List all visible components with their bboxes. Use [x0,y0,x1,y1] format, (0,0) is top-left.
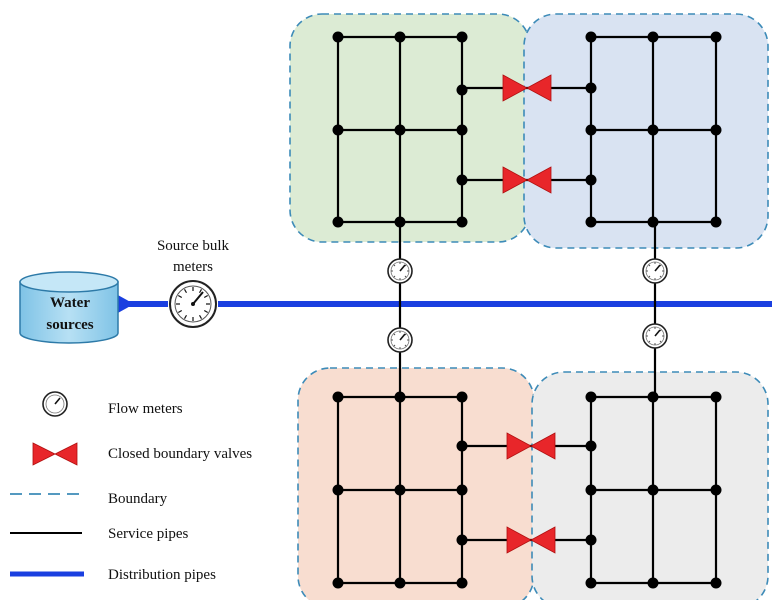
junction-node [394,31,406,43]
junction-node [394,391,406,403]
legend-valve-icon [32,442,78,466]
junction-node [456,31,468,43]
junction-node [710,31,722,43]
bulk-meter-label-line2: meters [173,259,213,275]
junction-node [332,391,344,403]
service-grid [332,31,468,228]
junction-node [647,484,659,496]
junction-node [585,216,597,228]
junction-node [394,577,406,589]
junction-node [585,577,597,589]
junction-node [710,216,722,228]
legend-distribution-pipes: Distribution pipes [108,567,216,583]
service-grid [585,391,722,589]
junction-node [585,124,597,136]
junction-node [394,216,406,228]
closed-valve-icon [506,526,556,554]
junction-node [710,577,722,589]
junction-node [456,577,468,589]
junction-node [710,484,722,496]
source-bulk-meter [169,280,217,328]
closed-valve-icon [502,74,552,102]
junction-node [585,484,597,496]
flow-meters [387,258,668,353]
zone-bottom-left [297,367,535,600]
legend-flow-meters: Flow meters [108,401,183,417]
legend-closed-valves: Closed boundary valves [108,446,252,462]
junction-node [394,124,406,136]
flow-meter-icon [387,327,413,353]
legend: Flow meters Closed boundary valves Bound… [10,391,252,583]
flow-meter-icon [387,258,413,284]
junction-node [456,124,468,136]
junction-node [710,391,722,403]
junction-node [332,124,344,136]
tank-label-line2: sources [46,317,93,333]
service-grid [332,391,468,589]
junction-node [456,216,468,228]
junction-node [332,484,344,496]
zone-top-left [289,13,531,243]
legend-boundary: Boundary [108,491,168,507]
junction-node [647,391,659,403]
tank-label-line1: Water [50,295,90,311]
junction-node [394,484,406,496]
service-grid [585,31,722,228]
junction-node [647,577,659,589]
junction-node [456,391,468,403]
legend-service-pipes: Service pipes [108,526,189,542]
bulk-meter-label-line1: Source bulk [157,238,230,254]
flow-meter-icon [642,323,668,349]
water-source-tank: Water sources [19,271,119,344]
legend-flow-meter-icon [42,391,68,417]
service-risers [398,222,657,398]
flow-meter-icon [642,258,668,284]
service-pipe-grids [332,31,722,589]
junction-node [647,124,659,136]
junction-node [585,391,597,403]
junction-node [710,124,722,136]
junction-node [332,31,344,43]
closed-boundary-valves [462,74,591,554]
junction-node [647,31,659,43]
closed-valve-icon [502,166,552,194]
closed-valve-icon [506,432,556,460]
junction-node [332,216,344,228]
junction-node [332,577,344,589]
junction-node [456,84,468,96]
junction-node [585,31,597,43]
junction-node [456,484,468,496]
junction-node [647,216,659,228]
distribution-arrow [116,294,134,314]
